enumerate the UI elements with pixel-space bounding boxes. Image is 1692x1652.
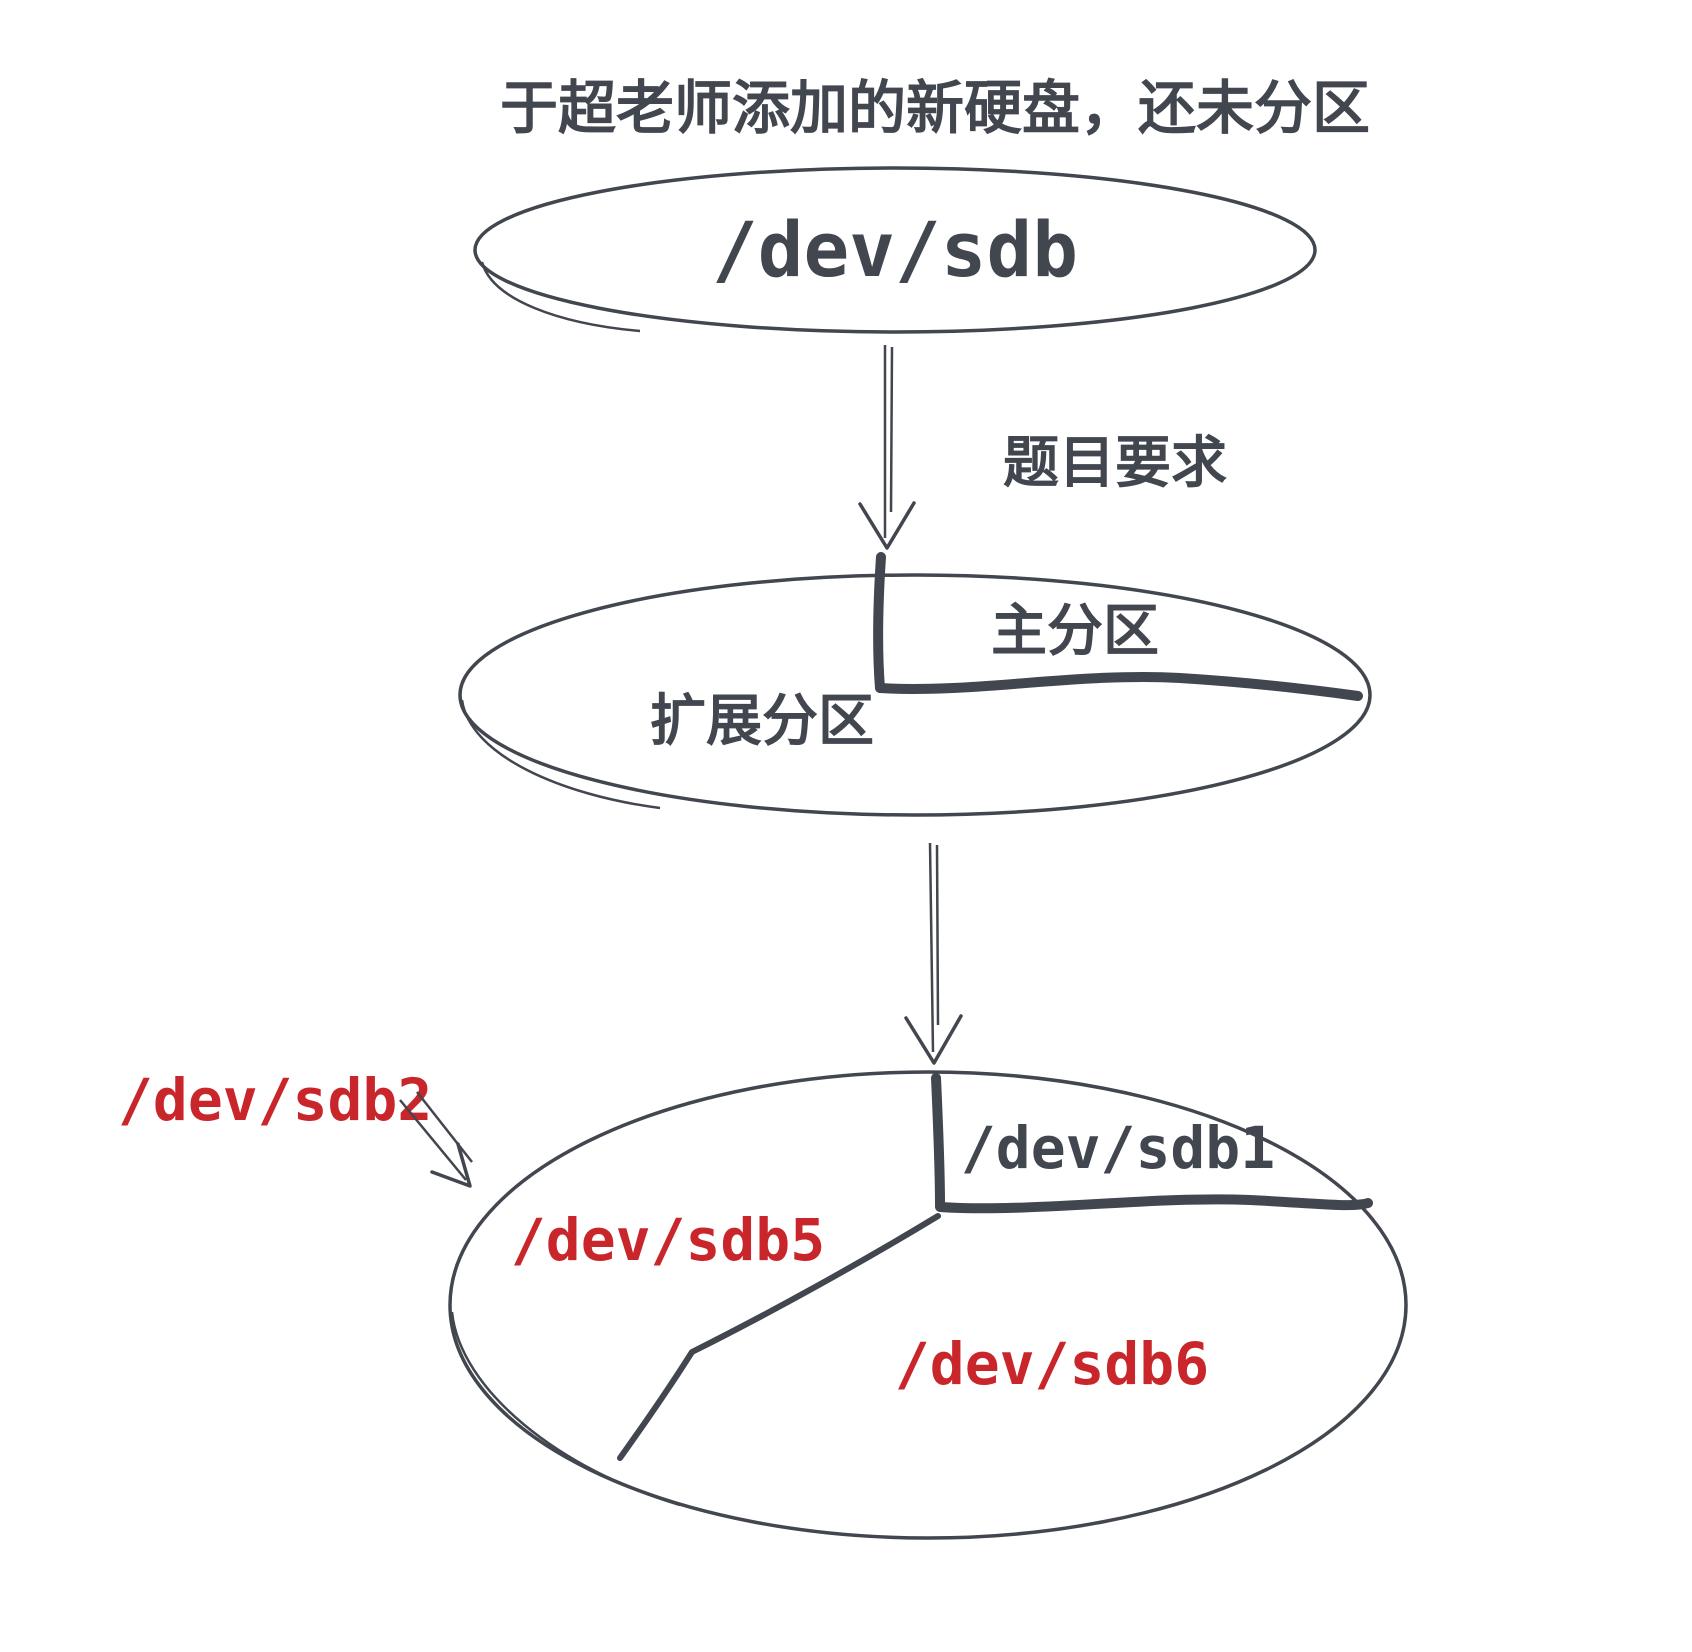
sdb6-label: /dev/sdb6 — [895, 1330, 1209, 1398]
arrow-down-2 — [904, 842, 963, 1065]
extended-partition-label: 扩展分区 — [650, 689, 874, 754]
disk-ellipse-unpartitioned — [473, 166, 1317, 334]
sdb2-callout: /dev/sdb2 — [118, 1066, 473, 1188]
disk-ellipse-3-sketch-overlap — [450, 1311, 681, 1507]
sdb5-label: /dev/sdb5 — [511, 1206, 825, 1274]
final-divider-horizontal — [935, 1194, 1373, 1214]
arrow-down-1 — [858, 345, 916, 550]
disk-label-sdb: /dev/sdb — [712, 205, 1078, 294]
final-divider-diagonal — [617, 1213, 941, 1461]
sdb2-pointer-head — [430, 1142, 472, 1188]
primary-partition-label: 主分区 — [991, 599, 1159, 664]
sdb1-label: /dev/sdb1 — [961, 1114, 1275, 1182]
diagram-title: 于超老师添加的新硬盘，还未分区 — [500, 74, 1370, 142]
final-divider-vertical — [931, 1073, 945, 1210]
partition-divider-vertical — [873, 552, 886, 693]
disk-ellipse-final — [448, 1070, 1408, 1540]
arrow-1-label: 题目要求 — [1003, 431, 1227, 496]
stage1-disk: /dev/sdb — [473, 166, 1317, 334]
arrow-2-head — [904, 1014, 963, 1065]
arrow-1-shaft-right — [889, 346, 894, 513]
disk-ellipse-2-sketch-overlap — [460, 699, 661, 810]
disk-ellipse-sketch-overlap — [480, 261, 641, 333]
sdb2-label: /dev/sdb2 — [118, 1066, 432, 1134]
arrow-2-shaft-right — [935, 844, 940, 1026]
sdb2-pointer-line-2 — [416, 1091, 473, 1163]
stage2-disk: 主分区 扩展分区 — [458, 552, 1372, 817]
partition-divider-horizontal — [875, 671, 1363, 701]
arrow-1-head — [858, 501, 916, 550]
stage3-disk: /dev/sdb1 /dev/sdb5 /dev/sdb6 — [448, 1070, 1408, 1540]
sdb2-pointer-line-1 — [399, 1099, 467, 1181]
arrow-2-shaft-left — [928, 842, 935, 1053]
disk-ellipse-partitioned — [458, 573, 1372, 817]
